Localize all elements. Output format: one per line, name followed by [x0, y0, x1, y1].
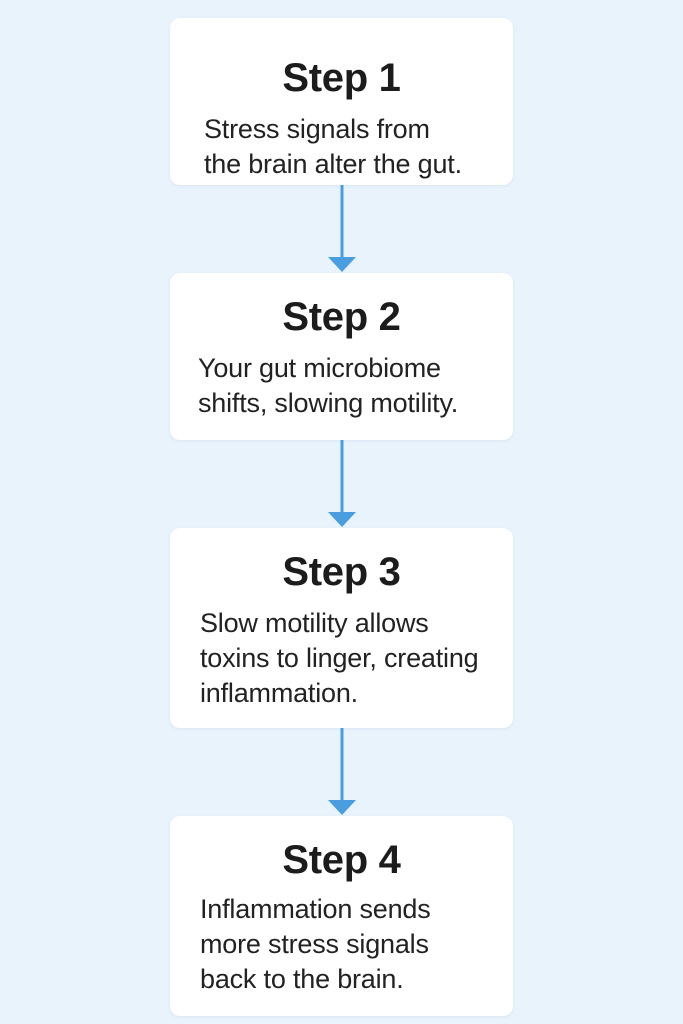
- step-description-line: shifts, slowing motility.: [198, 388, 459, 418]
- arrow-down-icon: [327, 728, 357, 816]
- step-description: Your gut microbiome shifts, slowing moti…: [198, 351, 458, 421]
- step-description-line: the brain alter the gut.: [204, 149, 462, 179]
- step-title: Step 4: [282, 838, 401, 882]
- step-description-line: back to the brain.: [200, 964, 404, 994]
- step-title: Step 3: [282, 550, 401, 594]
- step-description-line: Stress signals from: [204, 114, 430, 144]
- step-description-line: Your gut microbiome: [198, 353, 441, 383]
- step-description-line: more stress signals: [200, 929, 429, 959]
- step-description: Inflammation sends more stress signals b…: [200, 892, 431, 997]
- step-description: Stress signals from the brain alter the …: [204, 112, 462, 182]
- step-description-line: inflammation.: [200, 678, 358, 708]
- step-description: Slow motility allows toxins to linger, c…: [200, 606, 479, 711]
- step-description-line: Slow motility allows: [200, 608, 429, 638]
- step-card-4: Step 4 Inflammation sends more stress si…: [170, 816, 513, 1016]
- step-description-line: Inflammation sends: [200, 894, 431, 924]
- step-title: Step 1: [282, 56, 401, 100]
- step-description-line: toxins to linger, creating: [200, 643, 479, 673]
- step-card-3: Step 3 Slow motility allows toxins to li…: [170, 528, 513, 728]
- arrow-down-icon: [327, 185, 357, 273]
- step-card-1: Step 1 Stress signals from the brain alt…: [170, 18, 513, 185]
- step-title: Step 2: [282, 295, 401, 339]
- step-card-2: Step 2 Your gut microbiome shifts, slowi…: [170, 273, 513, 440]
- arrow-down-icon: [327, 440, 357, 528]
